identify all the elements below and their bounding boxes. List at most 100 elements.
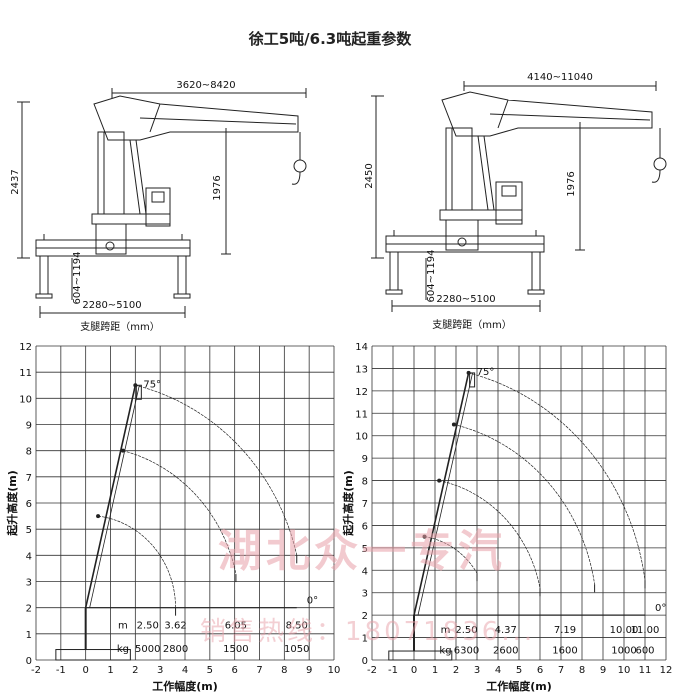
y-tick-label: 10 — [355, 432, 368, 443]
x-tick-label: 4 — [495, 665, 501, 676]
right-span-caption: 支腿跨距（mm） — [432, 319, 511, 331]
table-load-value: 6300 — [454, 645, 479, 656]
x-axis-label: 工作幅度(m) — [152, 679, 218, 693]
table-radius-value: 4.37 — [495, 625, 517, 636]
x-tick-label: 1 — [107, 665, 113, 676]
y-axis-label: 起升高度(m) — [5, 470, 19, 537]
table-radius-value: 2.50 — [455, 625, 477, 636]
y-tick-label: 1 — [26, 630, 32, 641]
table-radius-value: 7.19 — [554, 625, 576, 636]
table-radius-value: 8.50 — [286, 621, 308, 632]
x-tick-label: 6 — [231, 665, 237, 676]
angle-top-label: 75° — [143, 379, 161, 390]
x-tick-label: 11 — [639, 665, 652, 676]
table-load-value: 5000 — [135, 644, 160, 655]
right-reach-dimension: 4140~11040 — [527, 72, 593, 83]
y-tick-label: 5 — [362, 544, 368, 555]
x-tick-label: 5 — [207, 665, 213, 676]
x-tick-label: 7 — [256, 665, 262, 676]
x-tick-label: -2 — [367, 665, 377, 676]
x-tick-label: 8 — [281, 665, 287, 676]
x-tick-label: -2 — [31, 665, 41, 676]
boom-section-point — [437, 478, 442, 483]
y-tick-label: 9 — [26, 421, 32, 432]
table-load-value: 1000 — [611, 645, 636, 656]
y-tick-label: 4 — [26, 551, 32, 562]
crane-base — [55, 649, 131, 661]
y-tick-label: 1 — [362, 634, 368, 645]
table-radius-value: 11.00 — [631, 625, 660, 636]
right-span-dimension: 2280~5100 — [436, 294, 495, 305]
left-crane-drawing — [17, 88, 307, 318]
y-tick-label: 6 — [362, 521, 368, 532]
y-tick-label: 7 — [26, 473, 32, 484]
x-tick-label: 10 — [328, 665, 341, 676]
y-tick-label: 4 — [362, 566, 368, 577]
boom-section-point — [451, 422, 456, 427]
boom-section-point — [120, 448, 125, 453]
y-tick-label: 3 — [26, 578, 32, 589]
y-tick-label: 12 — [19, 342, 32, 353]
watermark-company: 湖北众一专汽 — [218, 526, 506, 577]
lifting-arc — [98, 515, 176, 608]
y-tick-label: 12 — [355, 387, 368, 398]
x-tick-label: 9 — [600, 665, 606, 676]
page-title: 徐工5吨/6.3吨起重参数 — [248, 30, 412, 48]
left-reach-dimension: 3620~8420 — [176, 80, 235, 91]
x-tick-label: 2 — [453, 665, 459, 676]
y-tick-label: 0 — [362, 656, 368, 667]
table-load-value: 2800 — [163, 644, 188, 655]
crane-base — [388, 650, 453, 661]
x-tick-label: 7 — [558, 665, 564, 676]
x-axis-label: 工作幅度(m) — [486, 679, 552, 693]
boom-section-point — [96, 514, 101, 519]
lifting-arc — [439, 480, 541, 589]
table-load-value: 2600 — [493, 645, 518, 656]
y-tick-label: 11 — [19, 368, 32, 379]
x-tick-label: 0 — [411, 665, 417, 676]
x-tick-label: 8 — [579, 665, 585, 676]
y-tick-label: 5 — [26, 525, 32, 536]
lifting-arc — [135, 384, 298, 556]
x-tick-label: 2 — [132, 665, 138, 676]
right-inner-height: 1976 — [566, 171, 577, 196]
x-tick-label: -1 — [388, 665, 398, 676]
x-tick-label: 3 — [474, 665, 480, 676]
x-tick-label: 5 — [516, 665, 522, 676]
lifting-arc — [453, 424, 595, 585]
angle-bottom-label: 0° — [655, 603, 666, 614]
y-tick-label: 8 — [26, 447, 32, 458]
watermark-hotline: 销售热线：18071836... — [200, 617, 535, 647]
x-tick-label: 10 — [618, 665, 631, 676]
table-load-unit: kg — [117, 644, 129, 655]
y-tick-label: 6 — [26, 499, 32, 510]
x-tick-label: 4 — [182, 665, 188, 676]
table-radius-value: 3.62 — [164, 621, 186, 632]
boom-raised — [84, 385, 137, 608]
left-inner-height: 1976 — [212, 175, 223, 200]
y-tick-label: 7 — [362, 499, 368, 510]
table-load-unit: kg — [439, 645, 451, 656]
table-radius-value: 10.00 — [610, 625, 639, 636]
angle-bottom-label: 0° — [307, 596, 318, 607]
left-span-dimension: 2280~5100 — [82, 300, 141, 311]
table-load-value: 600 — [635, 645, 654, 656]
y-tick-label: 2 — [26, 604, 32, 615]
x-tick-label: 6 — [537, 665, 543, 676]
hook-block — [469, 372, 476, 388]
y-tick-label: 10 — [19, 394, 32, 405]
lifting-arc — [122, 450, 237, 575]
table-radius-value: 6.05 — [225, 621, 247, 632]
right-total-height: 2450 — [364, 163, 375, 188]
right-crane-drawing — [371, 81, 667, 312]
y-tick-label: 2 — [362, 611, 368, 622]
x-tick-label: 3 — [157, 665, 163, 676]
right-leg-dimension: 604~1194 — [426, 250, 437, 303]
table-load-value: 1600 — [552, 645, 577, 656]
y-axis-label: 起升高度(m) — [341, 470, 355, 537]
left-leg-dimension: 604~1194 — [72, 252, 83, 305]
y-tick-label: 14 — [355, 342, 368, 353]
